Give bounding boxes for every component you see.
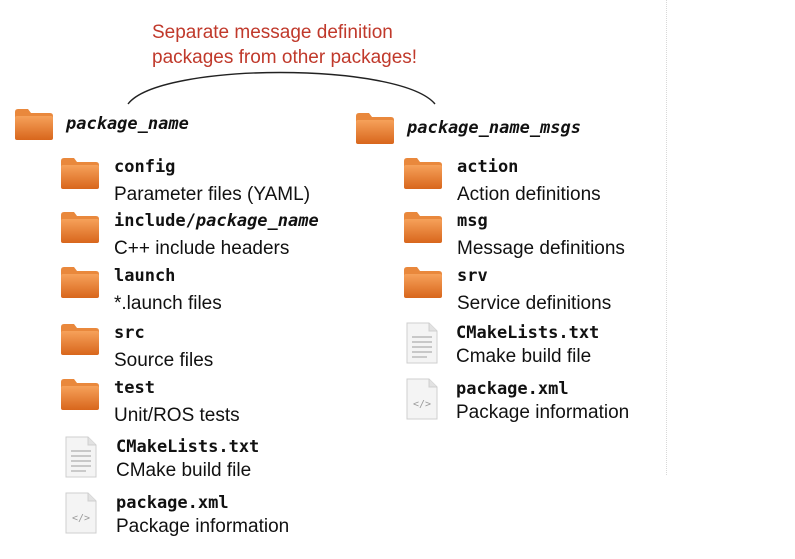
- item-title: package.xml: [456, 379, 569, 399]
- item-description: C++ include headers: [114, 238, 290, 259]
- right-item-msg: msg Message definitions: [403, 210, 625, 261]
- folder-icon: [61, 158, 99, 189]
- item-description: Unit/ROS tests: [114, 405, 240, 426]
- item-title: CMakeLists.txt: [116, 437, 260, 457]
- xml-file-icon: </>: [65, 492, 97, 534]
- divider-line: [666, 0, 668, 475]
- folder-icon: [404, 267, 442, 298]
- item-title: src: [114, 323, 145, 343]
- folder-icon: [61, 324, 99, 355]
- left-item-launch: launch *.launch files: [60, 265, 222, 316]
- annotation-line-2: packages from other packages!: [152, 47, 418, 68]
- annotation-note: Separate message definition packages fro…: [152, 20, 417, 70]
- left-item-config: config Parameter files (YAML): [60, 156, 310, 207]
- item-description: Action definitions: [457, 184, 601, 205]
- item-description: Service definitions: [457, 293, 612, 314]
- right-root-package: package_name_msgs: [355, 111, 581, 145]
- item-description: Package information: [456, 402, 630, 423]
- left-root-label: package_name: [66, 114, 189, 134]
- item-description: CMake build file: [116, 460, 252, 481]
- item-description: *.launch files: [114, 293, 222, 314]
- item-description: Message definitions: [457, 238, 625, 259]
- item-title: action: [457, 157, 519, 177]
- text-file-icon: [406, 322, 438, 364]
- xml-glyph: </>: [413, 399, 431, 410]
- item-title: srv: [457, 266, 488, 286]
- xml-file-icon: </>: [406, 378, 438, 420]
- folder-icon: [61, 267, 99, 298]
- left-item-include: include/package_name C++ include headers: [60, 210, 319, 261]
- right-root-label: package_name_msgs: [407, 118, 581, 138]
- left-item-cmakelists: CMakeLists.txt CMake build file: [64, 436, 259, 483]
- item-description: Parameter files (YAML): [114, 184, 311, 205]
- folder-icon: [61, 379, 99, 410]
- item-description: Source files: [114, 350, 214, 371]
- folder-icon: [61, 212, 99, 243]
- right-item-package-xml: </> package.xml Package information: [405, 378, 629, 425]
- right-item-action: action Action definitions: [403, 156, 601, 207]
- title-prefix: include/: [114, 211, 196, 231]
- right-item-cmakelists: CMakeLists.txt Cmake build file: [405, 322, 599, 369]
- right-item-srv: srv Service definitions: [403, 265, 611, 316]
- item-title: include/package_name: [114, 210, 319, 232]
- item-title: launch: [114, 266, 176, 286]
- item-title: msg: [457, 211, 488, 231]
- xml-glyph: </>: [72, 513, 90, 524]
- item-description: Cmake build file: [456, 346, 592, 367]
- folder-icon: [404, 212, 442, 243]
- item-title: test: [114, 378, 155, 398]
- left-item-test: test Unit/ROS tests: [60, 377, 240, 428]
- item-description: Package information: [116, 516, 290, 537]
- left-item-src: src Source files: [60, 322, 213, 373]
- title-italic: package_name: [195, 211, 319, 231]
- annotation-line-1: Separate message definition: [152, 22, 393, 43]
- text-file-icon: [65, 436, 97, 478]
- left-root-package: package_name: [14, 107, 189, 141]
- left-item-package-xml: </> package.xml Package information: [64, 492, 289, 539]
- item-title: package.xml: [116, 493, 229, 513]
- item-title: CMakeLists.txt: [456, 323, 600, 343]
- folder-icon: [404, 158, 442, 189]
- folder-icon: [356, 113, 394, 144]
- item-title: config: [114, 157, 176, 177]
- folder-icon: [15, 109, 53, 140]
